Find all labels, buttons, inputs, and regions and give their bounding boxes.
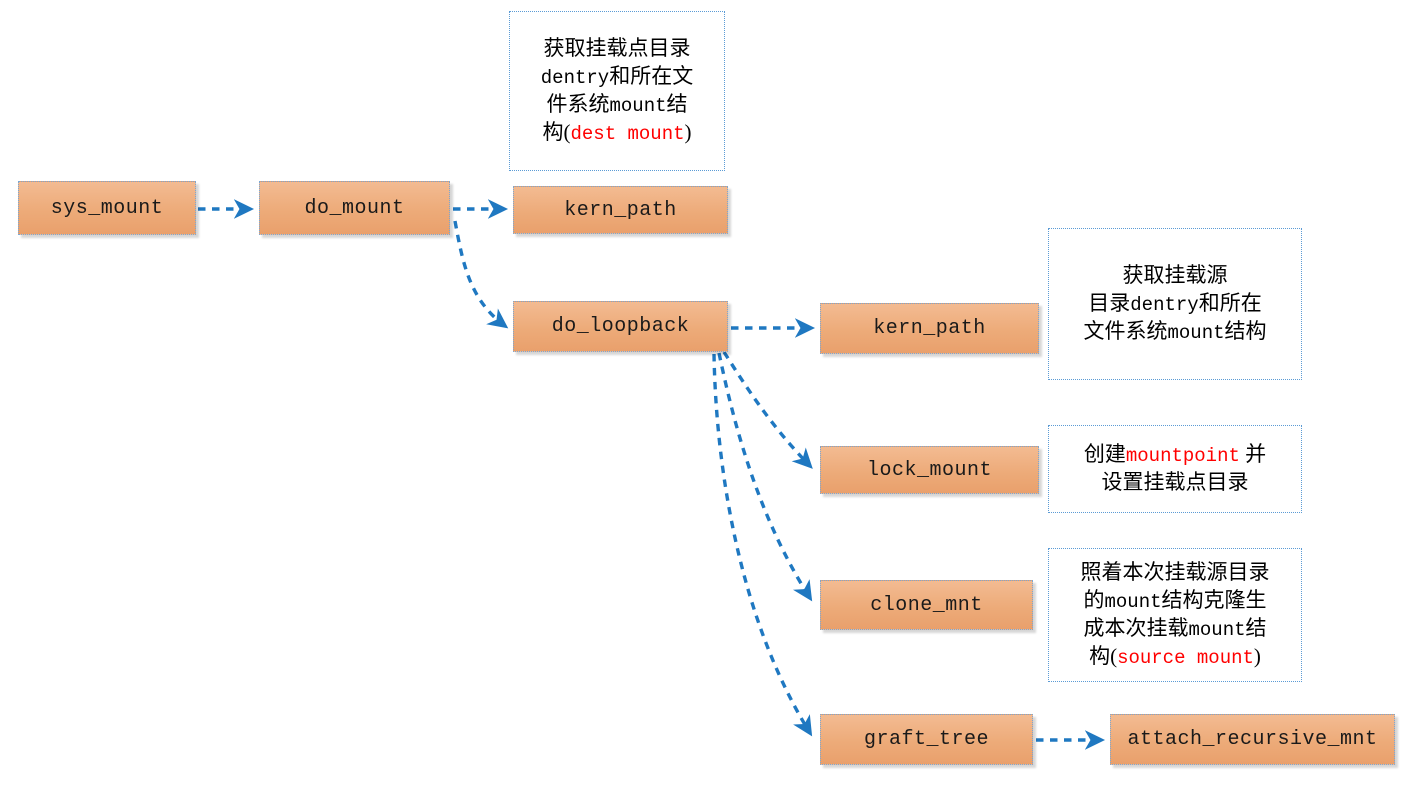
node-label: clone_mnt xyxy=(870,593,983,617)
note-line: 获取挂载源 xyxy=(1123,262,1228,290)
node-kern-path-dest[interactable]: kern_path xyxy=(513,186,728,234)
note-text-run: ) xyxy=(684,119,692,144)
note-text-run: dest mount xyxy=(570,122,685,145)
node-attach-recursive-mnt[interactable]: attach_recursive_mnt xyxy=(1110,714,1395,765)
note-text-run: 成本次挂载 xyxy=(1083,615,1189,640)
note-line: dentry和所在文 xyxy=(541,63,693,91)
note-text-run: ) xyxy=(1253,643,1261,668)
note-text-run: 结 xyxy=(666,91,688,116)
note-text-run: 件系统 xyxy=(546,91,610,116)
edge-do_loopback-clone_mnt xyxy=(717,352,813,602)
note-line: 构(dest mount) xyxy=(542,119,691,147)
note-line: 设置挂载点目录 xyxy=(1102,469,1249,497)
note-text-run: 结 xyxy=(1245,615,1267,640)
node-label: lock_mount xyxy=(866,458,993,482)
note-text-run: 的 xyxy=(1083,587,1105,612)
node-label: do_loopback xyxy=(551,315,690,338)
note-text-run: 和所在文 xyxy=(609,63,694,88)
note-text-run: mount xyxy=(1104,590,1162,613)
note-text-run: 获取挂载源 xyxy=(1122,263,1228,288)
node-label: attach_recursive_mnt xyxy=(1127,728,1378,751)
node-lock-mount[interactable]: lock_mount xyxy=(820,446,1039,494)
note-line: 获取挂载点目录 xyxy=(544,35,691,63)
note-text-run: 结构克隆生 xyxy=(1161,587,1267,612)
note-text-run: 并 xyxy=(1239,442,1267,467)
note-source-path: 获取挂载源目录dentry和所在文件系统mount结构 xyxy=(1048,228,1302,380)
note-text-run: mount xyxy=(609,94,667,117)
node-graft-tree[interactable]: graft_tree xyxy=(820,714,1033,765)
note-text-run: 目录 xyxy=(1088,290,1131,315)
note-text-run: 设置挂载点目录 xyxy=(1101,470,1249,495)
node-label: sys_mount xyxy=(50,196,164,220)
note-text-run: 照着本次挂载源目录 xyxy=(1080,560,1270,585)
node-do-loopback[interactable]: do_loopback xyxy=(513,301,728,352)
note-text-run: 结构 xyxy=(1224,318,1267,343)
node-kern-path-source[interactable]: kern_path xyxy=(820,303,1039,354)
note-line: 成本次挂载mount结 xyxy=(1083,615,1266,643)
note-text-run: 构( xyxy=(1089,643,1118,668)
edge-do_mount-do_loopback xyxy=(453,220,509,329)
note-text-run: mount xyxy=(1188,618,1246,641)
note-text-run: mount xyxy=(1167,321,1225,344)
node-label: graft_tree xyxy=(863,728,990,751)
note-text-run: dentry xyxy=(540,66,610,89)
note-text-run: 和所在 xyxy=(1198,290,1262,315)
edge-do_loopback-lock_mount xyxy=(722,351,813,469)
note-line: 构(source mount) xyxy=(1089,643,1261,671)
note-text-run: mountpoint xyxy=(1125,445,1240,468)
note-source-mount: 照着本次挂载源目录的mount结构克隆生成本次挂载mount结构(source … xyxy=(1048,548,1302,682)
node-sys-mount[interactable]: sys_mount xyxy=(18,181,196,235)
note-line: 件系统mount结 xyxy=(546,91,687,119)
note-line: 照着本次挂载源目录 xyxy=(1081,559,1270,587)
note-text-run: dentry xyxy=(1130,293,1199,316)
edge-do_loopback-graft_tree xyxy=(712,353,813,737)
note-text-run: 创建 xyxy=(1083,442,1126,467)
note-text-run: 获取挂载点目录 xyxy=(543,36,691,61)
node-label: do_mount xyxy=(304,196,405,220)
note-mountpoint: 创建mountpoint 并设置挂载点目录 xyxy=(1048,425,1302,513)
note-line: 目录dentry和所在 xyxy=(1088,290,1261,318)
note-text-run: 构( xyxy=(542,119,571,144)
node-clone-mnt[interactable]: clone_mnt xyxy=(820,580,1033,630)
note-text-run: source mount xyxy=(1117,646,1254,669)
node-do-mount[interactable]: do_mount xyxy=(259,181,450,235)
note-line: 的mount结构克隆生 xyxy=(1083,587,1266,615)
note-line: 创建mountpoint 并 xyxy=(1084,441,1266,469)
node-label: kern_path xyxy=(564,198,677,222)
note-line: 文件系统mount结构 xyxy=(1083,318,1266,346)
note-text-run: 文件系统 xyxy=(1083,318,1168,343)
node-label: kern_path xyxy=(873,317,986,340)
